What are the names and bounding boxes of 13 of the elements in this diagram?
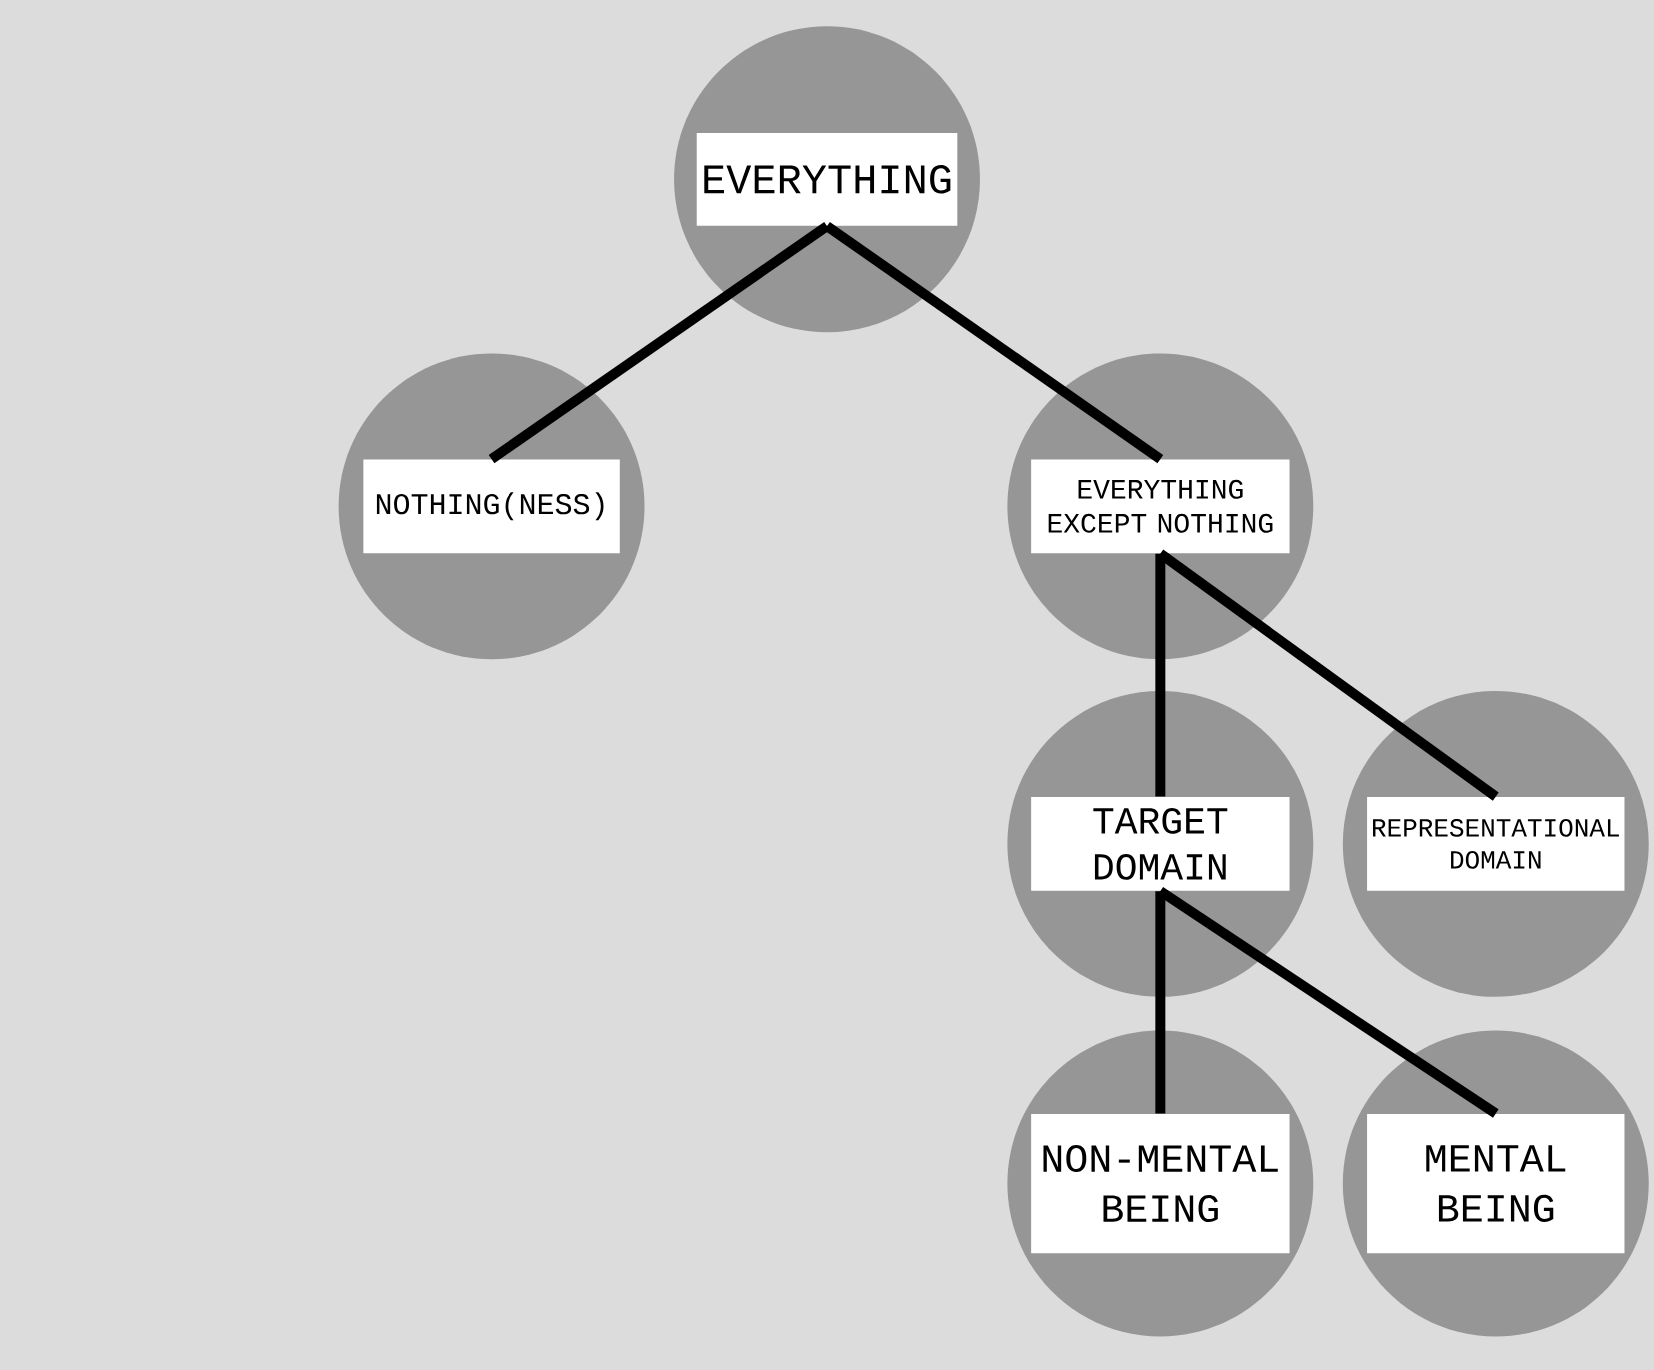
circle-node: EVERYTHING EXCEPT NOTHING [1007, 353, 1314, 660]
circle-node: REPRESENTATIONAL DOMAIN [1342, 690, 1649, 997]
connector-line [1157, 887, 1499, 1118]
connector-line [824, 222, 1164, 464]
circle-node: EVERYTHING [674, 26, 980, 333]
circle-node: MENTAL BEING [1342, 1030, 1649, 1337]
connector-line [488, 222, 830, 464]
connector-line [1155, 553, 1166, 797]
connector-line [1157, 549, 1499, 801]
connector-line [1155, 891, 1166, 1114]
circle-node: NON-MENTAL BEING [1007, 1030, 1314, 1337]
circle-node: NOTHING(NESS) [338, 353, 645, 660]
circle-node: TARGET DOMAIN [1007, 690, 1314, 997]
